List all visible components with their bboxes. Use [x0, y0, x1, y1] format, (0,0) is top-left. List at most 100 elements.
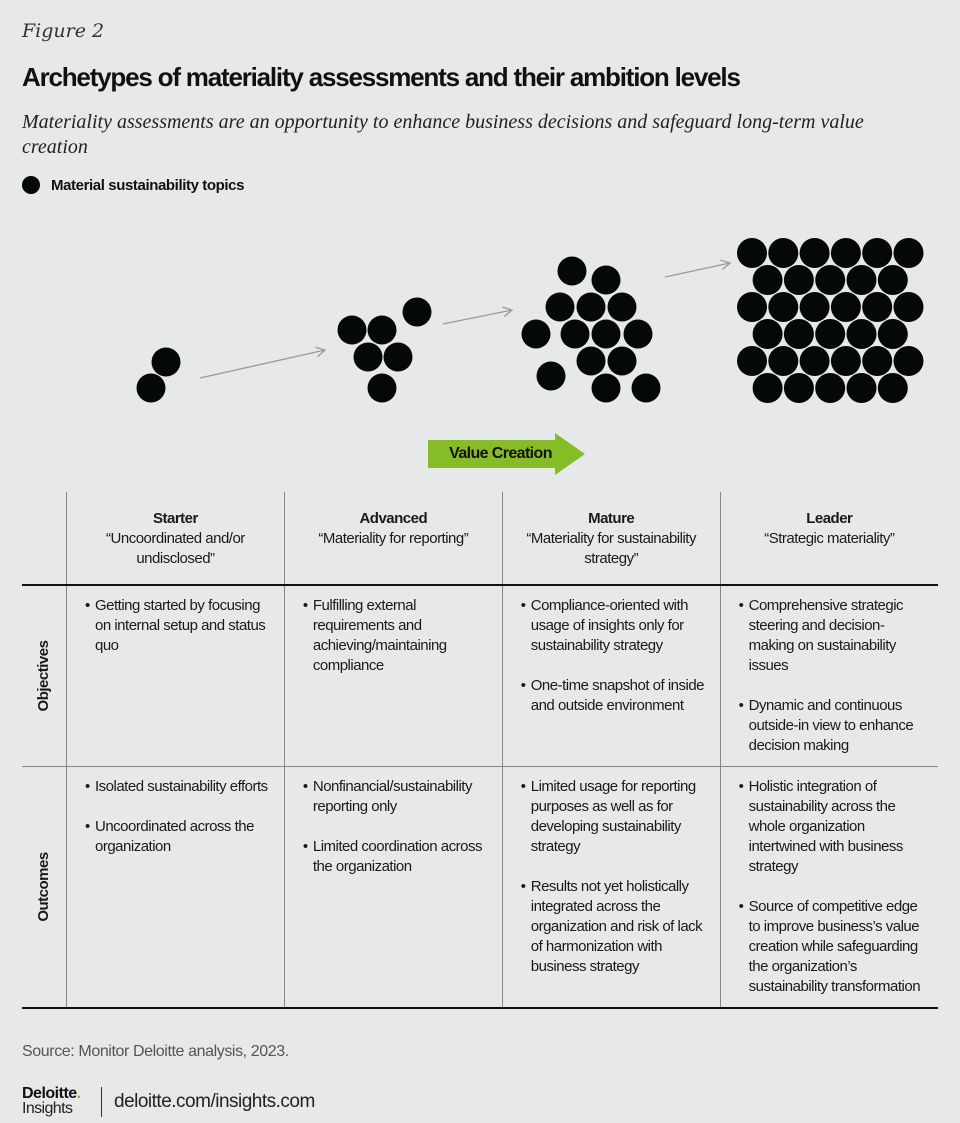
topic-dot — [846, 319, 877, 349]
topic-dot — [877, 265, 908, 295]
bullet-list: Compliance-oriented with usage of insigh… — [521, 596, 706, 716]
progression-arrow-icon — [199, 346, 327, 379]
archetype-table: Starter “Uncoordinated and/or undisclosed… — [22, 492, 938, 1009]
topic-dot — [576, 292, 606, 322]
topic-dot — [768, 292, 799, 322]
topic-dot — [893, 238, 924, 268]
topic-dot — [737, 346, 767, 376]
topic-clusters — [136, 238, 924, 403]
topic-dot — [799, 292, 830, 322]
topic-dot — [136, 373, 166, 403]
progression-arrow-icon — [664, 259, 732, 278]
bullet-item: Comprehensive strategic steering and dec… — [739, 596, 924, 676]
table-cell: Nonfinancial/sustainability reporting on… — [283, 766, 503, 1008]
stage-quote: “Uncoordinated and/or undisclosed” — [106, 530, 245, 567]
topic-dot — [877, 373, 908, 403]
table-header-row: Starter “Uncoordinated and/or undisclosed… — [22, 492, 938, 585]
logo-wordmark: Deloitte — [22, 1085, 77, 1102]
stage-name: Leader — [806, 510, 853, 527]
table-cell: Comprehensive strategic steering and dec… — [719, 585, 938, 767]
legend: Material sustainability topics — [22, 176, 244, 194]
topic-dot — [783, 319, 814, 349]
topic-dot — [830, 292, 861, 322]
bullet-list: Comprehensive strategic steering and dec… — [739, 596, 924, 756]
topic-dot — [862, 346, 893, 376]
topic-dot — [737, 238, 767, 268]
topic-dot — [830, 346, 861, 376]
table-row-outcomes: Outcomes Isolated sustainability efforts… — [22, 766, 938, 1009]
value-creation-label: Value Creation — [449, 445, 552, 462]
stage-name: Starter — [153, 510, 198, 527]
bullet-list: Holistic integration of sustainability a… — [739, 777, 924, 997]
topic-dot — [815, 265, 846, 295]
cluster-mature — [521, 256, 661, 403]
logo-subtitle: Insights — [22, 1100, 73, 1117]
topic-dot — [799, 346, 830, 376]
progression-arrow-icon — [442, 306, 514, 325]
topic-dot — [521, 319, 551, 349]
topic-dot — [383, 342, 413, 372]
topic-dot — [815, 373, 846, 403]
figure-label: Figure 2 — [22, 20, 105, 42]
topic-dot — [862, 292, 893, 322]
bullet-item: Compliance-oriented with usage of insigh… — [521, 596, 706, 656]
topic-dot — [768, 238, 799, 268]
bullet-item: Nonfinancial/sustainability reporting on… — [303, 777, 488, 817]
topic-dot — [893, 346, 924, 376]
legend-label: Material sustainability topics — [51, 176, 245, 194]
bullet-item: Dynamic and continuous outside-in view t… — [739, 696, 924, 756]
topic-dot — [752, 319, 783, 349]
topic-dot — [557, 256, 587, 286]
topic-dot — [846, 265, 877, 295]
figure-title: Archetypes of materiality assessments an… — [22, 62, 741, 92]
value-creation-arrow-icon — [428, 433, 585, 475]
topic-dot — [576, 346, 606, 376]
row-label-cell: Outcomes — [22, 767, 67, 1009]
table-cell: Compliance-oriented with usage of insigh… — [501, 585, 721, 767]
cluster-starter — [136, 347, 181, 403]
table-row-objectives: Objectives Getting started by focusing o… — [22, 585, 938, 767]
topic-dot — [367, 373, 397, 403]
stage-quote: “Strategic materiality” — [764, 530, 895, 547]
bullet-list: Isolated sustainability effortsUncoordin… — [85, 777, 270, 857]
stage-header: Advanced“Materiality for reporting” — [283, 492, 503, 585]
topic-dot — [877, 319, 908, 349]
bullet-item: Fulfilling external requirements and ach… — [303, 596, 488, 676]
bullet-list: Nonfinancial/sustainability reporting on… — [303, 777, 488, 877]
figure-subtitle: Materiality assessments are an opportuni… — [22, 111, 864, 158]
stage-header: Mature“Materiality for sustainability st… — [501, 492, 721, 585]
row-label: Outcomes — [35, 852, 52, 922]
topic-dot — [591, 319, 621, 349]
legend-dot-icon — [22, 176, 40, 194]
bullet-item: One-time snapshot of inside and outside … — [521, 676, 706, 716]
cluster-leader — [737, 238, 924, 403]
topic-dot — [591, 373, 621, 403]
topic-dot — [367, 315, 397, 345]
bullet-list: Limited usage for reporting purposes as … — [521, 777, 706, 977]
topic-dot — [623, 319, 653, 349]
topic-dot — [536, 361, 566, 391]
footer-url[interactable]: deloitte.com/insights.com — [114, 1091, 315, 1112]
topic-dot — [151, 347, 181, 377]
bullet-item: Isolated sustainability efforts — [85, 777, 270, 797]
bullet-item: Limited usage for reporting purposes as … — [521, 777, 706, 857]
table-cell: Holistic integration of sustainability a… — [719, 766, 938, 1008]
topic-dot — [353, 342, 383, 372]
logo-dot: . — [76, 1085, 81, 1102]
topic-dot — [591, 265, 621, 295]
topic-dot — [752, 265, 783, 295]
topic-dot — [337, 315, 367, 345]
stage-quote: “Materiality for sustainability strategy… — [526, 530, 696, 567]
bullet-list: Fulfilling external requirements and ach… — [303, 596, 488, 676]
bullet-item: Getting started by focusing on internal … — [85, 596, 270, 656]
table-cell: Limited usage for reporting purposes as … — [501, 766, 721, 1008]
topic-dot — [862, 238, 893, 268]
topic-dot — [830, 238, 861, 268]
bullet-item: Results not yet holistically integrated … — [521, 877, 706, 977]
bullet-list: Getting started by focusing on internal … — [85, 596, 270, 656]
topic-dot — [846, 373, 877, 403]
footer-divider — [101, 1087, 102, 1117]
source-note: Source: Monitor Deloitte analysis, 2023. — [22, 1043, 289, 1060]
bullet-item: Limited coordination across the organiza… — [303, 837, 488, 877]
